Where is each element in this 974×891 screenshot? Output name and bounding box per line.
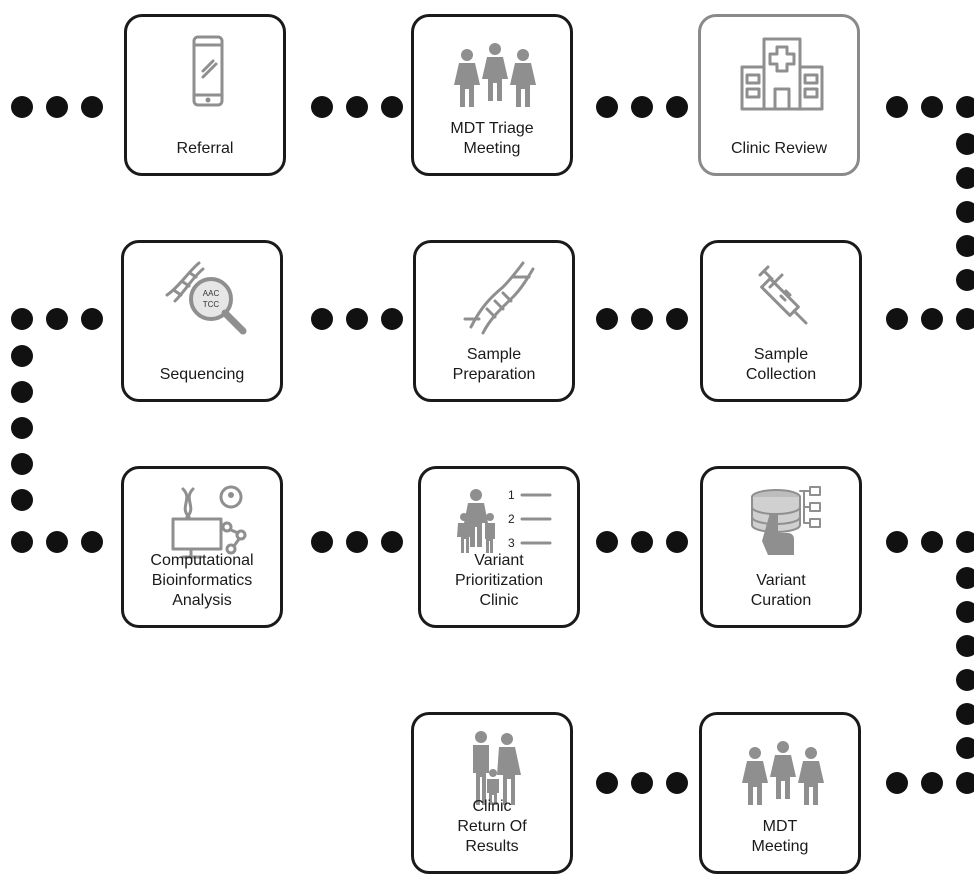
step-return-results: Clinic Return Of Results — [411, 712, 573, 874]
connector-dot — [346, 308, 368, 330]
connector-dot — [956, 601, 974, 623]
step-label: Computational Bioinformatics Analysis — [150, 552, 254, 609]
connector-dot — [11, 453, 33, 475]
connector-dot — [46, 96, 68, 118]
step-label: Sample Collection — [745, 346, 817, 383]
connector-dot — [921, 308, 943, 330]
step-label: Sequencing — [159, 366, 245, 383]
connector-dot — [631, 531, 653, 553]
connector-dot — [11, 417, 33, 439]
connector-dot — [666, 308, 688, 330]
sequence-text-1: AAC — [203, 289, 220, 298]
connector-dot — [956, 167, 974, 189]
connector-dot — [956, 531, 974, 553]
connector-dot — [956, 703, 974, 725]
family-icon — [473, 731, 521, 805]
database-hand-icon — [751, 486, 821, 555]
connector-dot — [596, 772, 618, 794]
connector-dot — [886, 772, 908, 794]
connector-dot — [666, 531, 688, 553]
rank-number-3: 3 — [508, 536, 515, 550]
connector-dot — [921, 772, 943, 794]
sequence-text-2: TCC — [203, 300, 220, 309]
connector-dot — [311, 531, 333, 553]
connector-dot — [921, 531, 943, 553]
connector-dot — [956, 772, 974, 794]
connector-dot — [346, 96, 368, 118]
connector-dot — [81, 531, 103, 553]
connector-dot — [956, 737, 974, 759]
connector-dot — [631, 96, 653, 118]
team-icon — [742, 741, 824, 805]
connector-dot — [886, 531, 908, 553]
connector-dot — [11, 308, 33, 330]
connector-dot — [666, 772, 688, 794]
connector-dot — [596, 531, 618, 553]
connector-dot — [596, 308, 618, 330]
step-bioinformatics: Computational Bioinformatics Analysis — [121, 466, 283, 628]
connector-dot — [956, 308, 974, 330]
connector-dot — [956, 96, 974, 118]
step-sample-collection: Sample Collection — [700, 240, 862, 402]
connector-dot — [311, 308, 333, 330]
connector-dot — [11, 531, 33, 553]
step-label: MDT Meeting — [751, 818, 809, 855]
syringe-icon — [758, 265, 808, 325]
connector-dot — [956, 269, 974, 291]
connector-dot — [11, 381, 33, 403]
rank-number-1: 1 — [508, 488, 515, 502]
step-label: Variant Curation — [750, 572, 812, 609]
connector-dot — [631, 772, 653, 794]
connector-dot — [381, 531, 403, 553]
connector-dot — [956, 669, 974, 691]
dna-magnifier-icon: AAC TCC — [165, 261, 247, 335]
connector-dot — [81, 308, 103, 330]
connector-dot — [596, 96, 618, 118]
connector-dot — [956, 567, 974, 589]
step-sample-prep: Sample Preparation — [413, 240, 575, 402]
connector-dot — [46, 308, 68, 330]
connector-dot — [956, 235, 974, 257]
step-sequencing: AAC TCC Sequencing — [121, 240, 283, 402]
family-ranked-list-icon: 1 2 3 — [457, 488, 552, 553]
rank-number-2: 2 — [508, 512, 515, 526]
connector-dot — [956, 133, 974, 155]
team-icon — [454, 43, 536, 107]
step-label: Clinic Review — [730, 140, 828, 157]
step-label: Referral — [176, 140, 234, 157]
connector-dot — [311, 96, 333, 118]
connector-dot — [346, 531, 368, 553]
step-label: Sample Preparation — [452, 346, 536, 383]
connector-dot — [631, 308, 653, 330]
connector-dot — [381, 308, 403, 330]
hospital-icon — [740, 37, 824, 111]
connector-dot — [921, 96, 943, 118]
connector-dot — [381, 96, 403, 118]
step-label: Clinic Return Of Results — [457, 798, 527, 855]
connector-dot — [666, 96, 688, 118]
step-variant-prioritization: 1 2 3 Variant Prioritization Clinic — [418, 466, 580, 628]
step-label: MDT Triage Meeting — [450, 120, 534, 157]
connector-dot — [11, 489, 33, 511]
step-clinic-review: Clinic Review — [698, 14, 860, 176]
dna-icon — [463, 261, 535, 335]
step-mdt-triage: MDT Triage Meeting — [411, 14, 573, 176]
step-mdt-meeting: MDT Meeting — [699, 712, 861, 874]
connector-dot — [886, 96, 908, 118]
connector-dot — [46, 531, 68, 553]
step-variant-curation: Variant Curation — [700, 466, 862, 628]
step-label: Variant Prioritization Clinic — [454, 552, 544, 609]
connector-dot — [81, 96, 103, 118]
connector-dot — [11, 345, 33, 367]
connector-dot — [886, 308, 908, 330]
connector-dot — [956, 201, 974, 223]
step-referral: Referral — [124, 14, 286, 176]
computer-dna-icon — [171, 485, 247, 559]
connector-dot — [11, 96, 33, 118]
connector-dot — [956, 635, 974, 657]
smartphone-icon — [192, 35, 224, 107]
connector-dots — [11, 96, 974, 794]
